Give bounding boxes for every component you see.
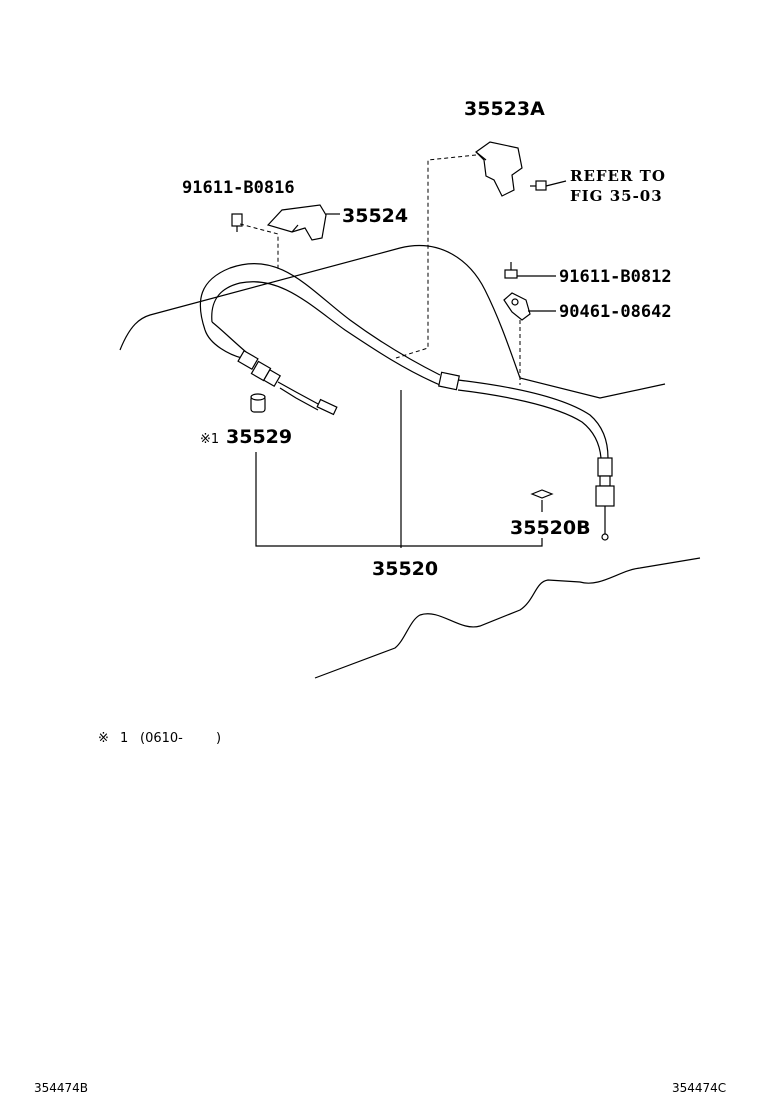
label-90461-08642: 90461-08642 [559,302,672,322]
label-35520b: 35520B [510,517,591,539]
label-91611-b0812: 91611-B0812 [559,267,672,287]
body-outline [119,244,701,679]
label-refer-line2: FIG 35-03 [570,187,663,205]
cable-35520[interactable] [199,262,615,541]
label-91611-b0816: 91611-B0816 [182,178,295,198]
bracket-35523a[interactable] [475,141,523,197]
bolt-91611-b0816[interactable] [231,213,243,232]
footnote-index: 1 [120,731,128,746]
footnote-text: (0610- [140,731,183,746]
grommet-35529[interactable] [250,393,266,413]
code-left: 354474B [34,1081,88,1095]
label-35523a: 35523A [464,98,545,120]
part-35520b[interactable] [530,489,554,499]
label-35529: 35529 [226,426,292,448]
label-35524: 35524 [342,205,408,227]
clamp-35524[interactable] [266,204,327,241]
bolt-91611-b0812[interactable] [504,262,556,279]
code-right: 354474C [672,1081,726,1095]
label-35529-mark: ※1 [200,432,219,447]
bolt-refer[interactable] [530,180,567,191]
footnote-mark: ※ [98,731,109,746]
label-35520: 35520 [372,558,438,580]
leader-lines [239,154,543,548]
footnote-close: ) [216,731,221,746]
label-refer-line1: REFER TO [570,167,666,185]
clamp-90461-08642[interactable] [503,292,556,321]
